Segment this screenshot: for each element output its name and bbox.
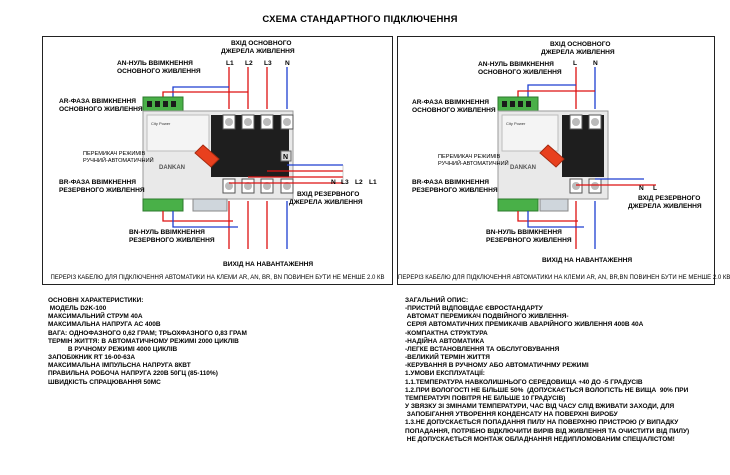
spec-line: ЗАПОБІЖНИК RT 16-00-63А <box>48 354 136 362</box>
description-line: ПОПАДАННЯ, ПОТРІБНО ВІДКЛЮЧИТИ ВИРІВ ВІД… <box>405 427 690 435</box>
top-terminal-l3: L3 <box>264 60 272 67</box>
an-label-line1: AN-НУЛЬ ВВІМКНЕННЯ <box>117 60 193 67</box>
ar-label-line2: ОСНОВНОГО ЖИВЛЕННЯ <box>412 107 496 114</box>
description-line: ЗАГАЛЬНИЙ ОПИС: <box>405 297 469 304</box>
top-terminal-n: N <box>593 60 598 67</box>
spec-line: МОДЕЛЬ D2K-100 <box>48 305 107 313</box>
single-phase-diagram-panel: City Power DANKAN ВХІД ОСНОВНОГО ДЖЕРЕЛА… <box>397 36 730 285</box>
bottom-terminal-l1: L1 <box>369 179 377 186</box>
bn-label-line1: BN-НУЛЬ ВВІМКНЕННЯ <box>486 229 562 236</box>
description-line: ТЕМПЕРАТУРІ ПОВІТРЯ НЕ БІЛЬШЕ 10 ГРАДУСІ… <box>405 394 566 402</box>
spec-line: МАКСИМАЛЬНА НАПРУГА АС 400В <box>48 321 161 329</box>
bottom-terminal-n: N <box>331 179 336 186</box>
description-line: АВТОМАТ ПЕРЕМИКАЧ ПОДВІЙНОГО ЖИВЛЕННЯ- <box>405 313 569 321</box>
spec-line: ВАГА: ОДНОФАЗНОГО 0,62 ГРАМ; ТРЬОХФАЗНОГ… <box>48 329 247 337</box>
an-label-line2: ОСНОВНОГО ЖИВЛЕННЯ <box>478 69 562 76</box>
br-label-line1: BR-ФАЗА ВВІМКНЕННЯ <box>412 179 489 186</box>
reserve-input-label-line1: ВХІД РЕЗЕРВНОГО <box>297 191 360 198</box>
switch-label-line2: РУЧНИЙ-АВТОМАТИЧНИЙ <box>438 161 509 167</box>
main-input-label-line1: ВХІД ОСНОВНОГО <box>550 41 611 48</box>
main-input-label-line2: ДЖЕРЕЛА ЖИВЛЕННЯ <box>221 48 295 55</box>
three-phase-wiring-drawing: City Power N DANKAN <box>142 67 344 249</box>
switch-label-line1: ПЕРЕМИКАЧ РЕЖИМІВ <box>83 151 146 157</box>
bn-label-line2: РЕЗЕРВНОГО ЖИВЛЕННЯ <box>129 237 215 244</box>
ar-label-line1: AR-ФАЗА ВВІМКНЕННЯ <box>59 98 136 105</box>
ar-label-line1: AR-ФАЗА ВВІМКНЕННЯ <box>412 99 489 106</box>
bottom-terminal-l: L <box>653 185 658 192</box>
description-line: -ЛЕГКЕ ВСТАНОВЛЕННЯ ТА ОБСЛУГОВУВАННЯ <box>405 345 560 353</box>
reserve-input-label-line2: ДЖЕРЕЛА ЖИВЛЕННЯ <box>628 203 702 210</box>
description-block: ЗАГАЛЬНИЙ ОПИС: -ПРИСТРІЙ ВІДПОВІДАЄ ЄВР… <box>405 297 715 444</box>
an-label-line2: ОСНОВНОГО ЖИВЛЕННЯ <box>117 68 201 75</box>
description-line: СЕРІЯ АВТОМАТИЧНИХ ПРЕМИКАЧІВ АВАРІЙНОГО… <box>405 321 644 329</box>
three-phase-diagram-panel: City Power N DANKAN <box>42 36 393 285</box>
load-output-label: ВИХІД НА НАВАНТАЖЕННЯ <box>223 261 314 268</box>
description-line: -ПРИСТРІЙ ВІДПОВІДАЄ ЄВРОСТАНДАРТУ <box>405 305 543 313</box>
description-line: -ВЕЛИКИЙ ТЕРМІН ЖИТТЯ <box>405 354 490 362</box>
spec-line: ПРАВИЛЬНА РОБОЧА НАПРУГА 220В 50ГЦ (85-1… <box>48 370 218 378</box>
svg-text:N: N <box>283 154 288 161</box>
load-output-label: ВИХІД НА НАВАНТАЖЕННЯ <box>542 257 633 264</box>
bottom-terminal-l3: L3 <box>341 179 349 186</box>
br-label-line2: РЕЗЕРВНОГО ЖИВЛЕННЯ <box>59 187 145 194</box>
description-line: -КЕРУВАННЯ В РУЧНОМУ АБО АВТОМАТИЧНМУ РЕ… <box>405 362 589 370</box>
description-line: -НАДІЙНА АВТОМАТИКА <box>405 337 485 345</box>
spec-line: ОСНОВНІ ХАРАКТЕРИСТИКИ: <box>48 297 144 304</box>
single-phase-wiring-drawing: City Power DANKAN <box>497 67 656 249</box>
description-line: 1.2.ПРИ ВОЛОГОСТІ НЕ БІЛЬШЕ 50% (ДОПУСКА… <box>405 386 689 394</box>
left-panel-footer: ПЕРЕРІЗ КАБЕЛЮ ДЛЯ ПІДКЛЮЧЕННЯ АВТОМАТИК… <box>50 275 385 281</box>
main-input-label-line2: ДЖЕРЕЛА ЖИВЛЕННЯ <box>541 49 615 56</box>
switch-label-line2: РУЧНИЙ-АВТОМАТИЧНИЙ <box>83 158 154 164</box>
spec-line: ШВИДКІСТЬ СПРАЦЮВАННЯ 50МС <box>48 378 161 386</box>
switch-label-line1: ПЕРЕМИКАЧ РЕЖИМІВ <box>438 154 501 160</box>
main-input-label-line1: ВХІД ОСНОВНОГО <box>231 40 292 47</box>
br-label-line1: BR-ФАЗА ВВІМКНЕННЯ <box>59 179 136 186</box>
description-line: У ЗВЯЗКУ ЗІ ЗМІНАМИ ТЕМПЕРАТУРИ, ЧАС ВІД… <box>405 403 675 411</box>
ar-label-line2: ОСНОВНОГО ЖИВЛЕННЯ <box>59 106 143 113</box>
top-terminal-l: L <box>573 60 578 67</box>
right-panel-footer: ПЕРЕРІЗ КАБЕЛЮ ДЛЯ ПІДКЛЮЧЕННЯ АВТОМАТИК… <box>398 275 730 281</box>
spec-line: В РУЧНОМУ РЕЖИМІ 4000 ЦИКЛІВ <box>48 345 178 353</box>
br-label-line2: РЕЗЕРВНОГО ЖИВЛЕННЯ <box>412 187 498 194</box>
spec-line: ТЕРМІН ЖИТТЯ: В АВТОМАТИЧНОМУ РЕЖИМІ 200… <box>48 337 239 345</box>
spec-line: МАКСИМАЛЬНИЙ СТРУМ 40А <box>48 313 143 321</box>
device-brand: DANKAN <box>510 165 536 171</box>
an-label-line1: AN-НУЛЬ ВВІМКНЕННЯ <box>478 61 554 68</box>
bottom-terminal-n: N <box>639 185 644 192</box>
description-line: -КОМПАКТНА СТРУКТУРА <box>405 329 488 337</box>
device-panel-text: City Power <box>151 121 171 126</box>
description-line: 1.УМОВИ ЕКСПЛУАТАЦІЇ: <box>405 370 485 378</box>
top-terminal-l2: L2 <box>245 60 253 67</box>
description-line: ЗАПОБІГАННЯ УТВОРЕННЯ КОНДЕНСАТУ НА ПОВЕ… <box>405 411 618 419</box>
top-terminal-l1: L1 <box>226 60 234 67</box>
top-terminal-n: N <box>285 60 290 67</box>
reserve-input-label-line2: ДЖЕРЕЛА ЖИВЛЕННЯ <box>289 199 363 206</box>
page-title: СХЕМА СТАНДАРТНОГО ПІДКЛЮЧЕННЯ <box>262 14 458 25</box>
device-panel-text: City Power <box>506 121 526 126</box>
bn-label-line2: РЕЗЕРВНОГО ЖИВЛЕННЯ <box>486 237 572 244</box>
description-line: НЕ ДОПУСКАЄТЬСЯ МОНТАЖ ОБЛАДНАННЯ НЕДИПЛ… <box>405 435 675 443</box>
reserve-input-label-line1: ВХІД РЕЗЕРВНОГО <box>638 195 701 202</box>
spec-line: МАКСИМАЛЬНА ІМПУЛЬСНА НАПРУГА 8КВТ <box>48 362 191 370</box>
device-brand: DANKAN <box>159 165 185 171</box>
description-line: 1.1.ТЕМПЕРАТУРА НАВКОЛИШНЬОГО СЕРЕДОВИЩА… <box>405 378 643 386</box>
specifications-block: ОСНОВНІ ХАРАКТЕРИСТИКИ: МОДЕЛЬ D2K-100 М… <box>48 297 338 387</box>
description-line: 1.3.НЕ ДОПУСКАЄТЬСЯ ПОПАДАННЯ ПИЛУ НА ПО… <box>405 419 679 427</box>
bn-label-line1: BN-НУЛЬ ВВІМКНЕННЯ <box>129 229 205 236</box>
bottom-terminal-l2: L2 <box>355 179 363 186</box>
